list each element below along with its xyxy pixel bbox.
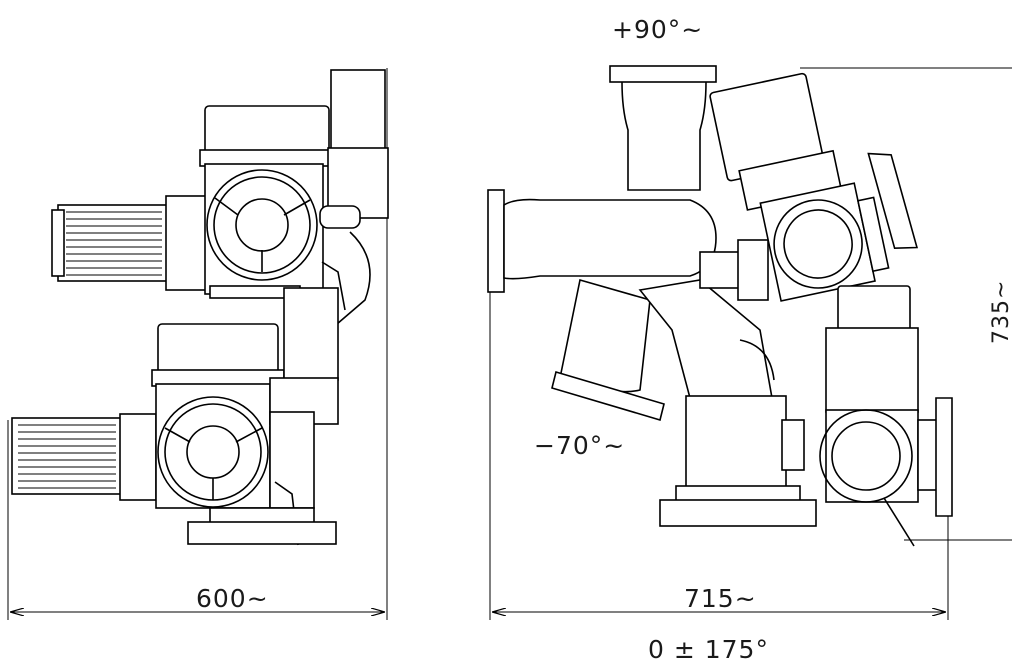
lower-switch-box: [283, 287, 339, 381]
right-upper-handwheel: [867, 152, 919, 249]
height-label: 735~: [989, 280, 1012, 344]
upper-handwheel: [206, 169, 318, 281]
right-upper-actuator: [709, 72, 919, 302]
pipe-horizontal-position: [487, 189, 717, 293]
upper-motor-body: [57, 204, 169, 282]
right-view: 715~ +90°~ −70°~ 0 ± 175° 735~: [487, 15, 1012, 664]
lower-motor-fins: [18, 424, 116, 489]
lower-motor-body: [11, 417, 123, 495]
upper-switch-box: [330, 69, 386, 153]
right-width-label: 715~: [684, 584, 757, 613]
lower-actuator: [11, 287, 339, 546]
angle-up-label: +90°~: [612, 15, 703, 44]
right-upper-gear-circle: [773, 199, 863, 289]
right-lower-actuator: [659, 285, 953, 547]
lower-base-plate: [187, 521, 337, 545]
lower-top-cover: [157, 323, 279, 375]
angle-down-label: −70°~: [534, 431, 625, 460]
right-lower-base-plate: [659, 499, 817, 527]
rotation-label: 0 ± 175°: [648, 635, 769, 664]
right-lower-handwheel: [935, 397, 953, 517]
upper-actuator: [51, 69, 389, 331]
pipe-up-position: [609, 65, 717, 191]
swivel-elbow: [638, 239, 775, 399]
left-width-label: 600~: [196, 584, 269, 613]
lower-handwheel: [157, 396, 269, 508]
upper-crank-handle: [321, 261, 346, 311]
upper-top-cover: [204, 105, 330, 155]
upper-motor-fins: [66, 211, 162, 276]
left-view: 600~: [7, 68, 389, 620]
pipe-down-position: [551, 278, 665, 422]
right-lower-gear-circle: [819, 409, 913, 503]
right-lower-housing: [685, 395, 787, 489]
right-lower-crank-handle: [883, 497, 915, 547]
